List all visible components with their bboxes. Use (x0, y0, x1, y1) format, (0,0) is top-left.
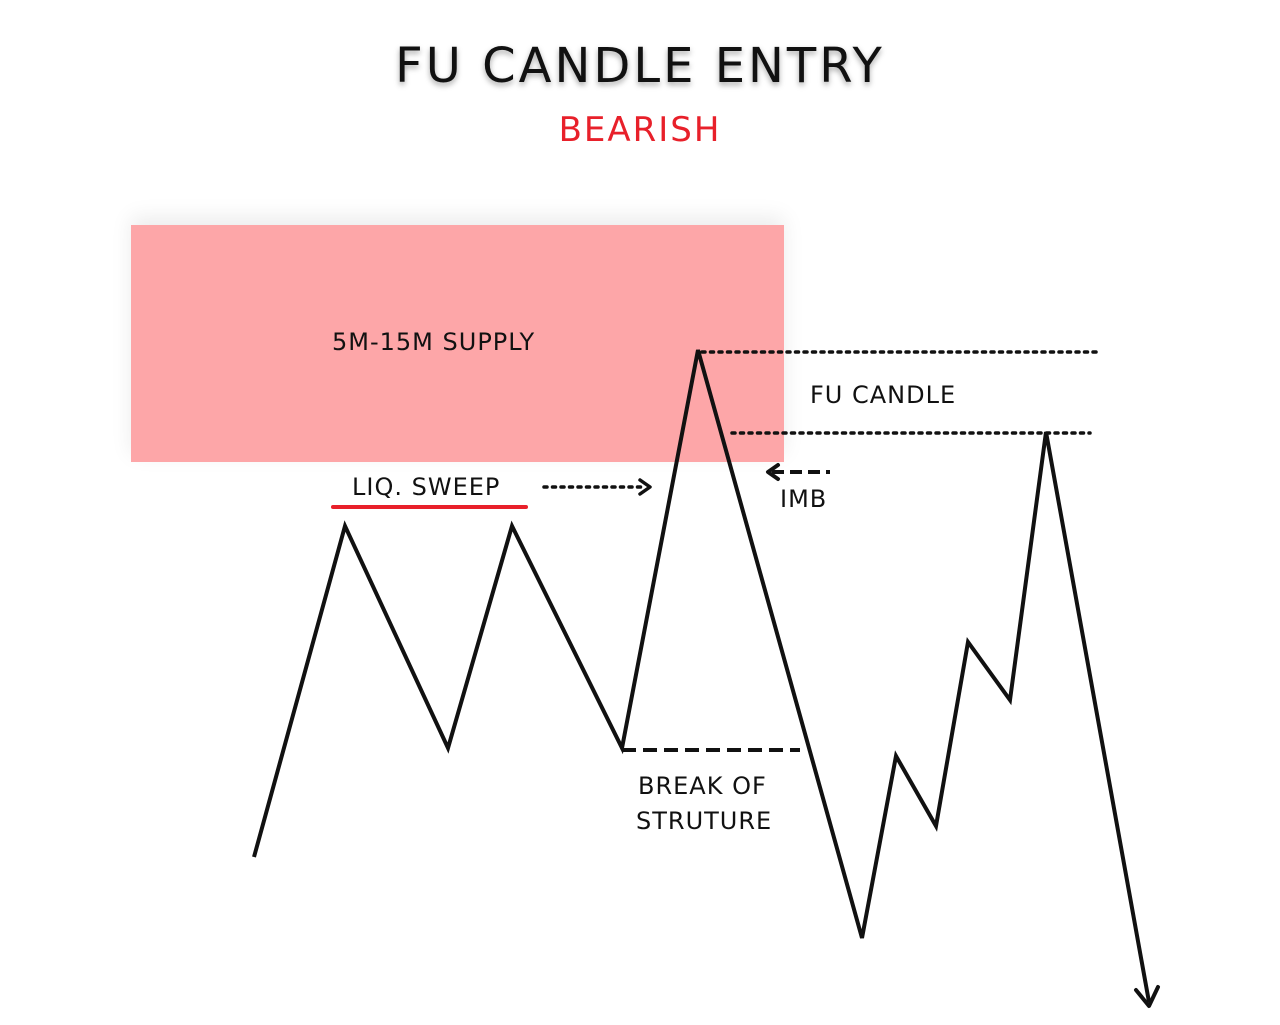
supply-label: 5M-15M SUPPLY (332, 328, 536, 356)
imb-arrowhead (766, 463, 780, 481)
diagram-title: FU CANDLE ENTRY (395, 38, 885, 94)
liq-sweep-arrowhead (638, 478, 652, 496)
fu-candle-label: FU CANDLE (810, 381, 957, 409)
price-path (252, 349, 1151, 1003)
bos-label-line1: BREAK OF (638, 772, 767, 800)
supply-zone (131, 225, 784, 462)
price-arrowhead (1134, 985, 1160, 1008)
liq-sweep-label: LIQ. SWEEP (352, 473, 501, 501)
diagram-subtitle: BEARISH (558, 110, 722, 150)
imb-label: IMB (780, 485, 828, 513)
bos-label-line2: STRUTURE (636, 807, 773, 835)
